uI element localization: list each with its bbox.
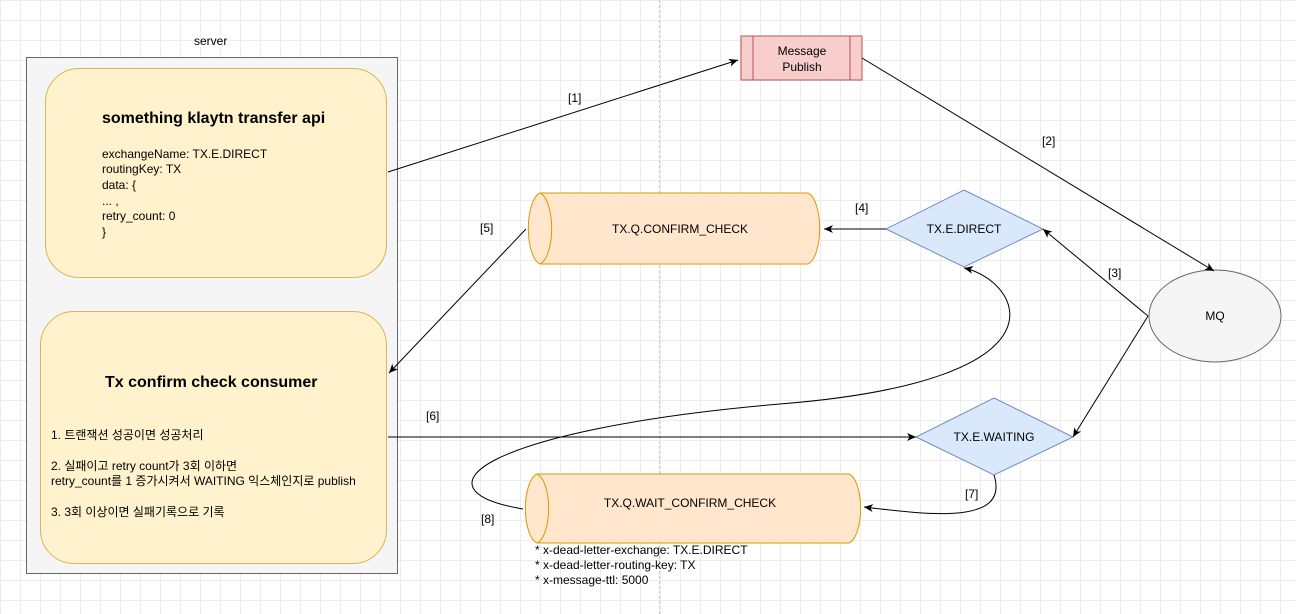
api-line: }: [102, 225, 107, 239]
mq-node[interactable]: [1148, 269, 1282, 363]
wait-queue-arg: * x-dead-letter-exchange: TX.E.DIRECT: [535, 543, 748, 557]
edge-7-label: [7]: [965, 487, 979, 501]
edge-7: [863, 474, 997, 515]
api-card-title: something klaytn transfer api: [102, 110, 326, 127]
consumer-step: 2. 실패이고 retry count가 3회 이하면: [51, 459, 238, 473]
edge-8-label: [8]: [481, 512, 495, 526]
edge-6-label: [6]: [426, 409, 440, 423]
exchange-waiting-label: TX.E.WAITING: [953, 430, 1035, 444]
guide-line: [659, 0, 660, 614]
edge-3: [1042, 228, 1149, 317]
exchange-direct-label: TX.E.DIRECT: [926, 222, 1002, 236]
edge-3-label: [3]: [1108, 266, 1122, 280]
queue-confirm-check-label: TX.Q.CONFIRM_CHECK: [611, 222, 748, 236]
queue-wait-confirm-check-label: TX.Q.WAIT_CONFIRM_CHECK: [603, 496, 777, 510]
api-line: ... ,: [102, 194, 119, 208]
api-line: routingKey: TX: [102, 162, 182, 176]
message-publish-label: Message Publish: [758, 43, 846, 75]
consumer-step: 3. 3회 이상이면 실패기록으로 기록: [51, 505, 225, 519]
edge-5-label: [5]: [480, 221, 494, 235]
api-line: retry_count: 0: [102, 209, 176, 223]
queue-confirm-check[interactable]: [527, 192, 821, 265]
edge-2-label: [2]: [1042, 134, 1056, 148]
consumer-step: 1. 트랜잭션 성공이면 성공처리: [51, 428, 204, 442]
edge-mq-waiting: [1072, 315, 1149, 438]
edge-5: [388, 228, 527, 374]
queue-wait-confirm-check[interactable]: [524, 473, 862, 544]
wait-queue-args: * x-dead-letter-exchange: TX.E.DIRECT * …: [535, 543, 748, 588]
edge-1: [387, 58, 739, 173]
edge-1-label: [1]: [568, 91, 582, 105]
api-line: data: {: [102, 178, 137, 192]
edge-2: [861, 57, 1215, 272]
consumer-card[interactable]: Tx confirm check consumer 1. 트랜잭션 성공이면 성…: [40, 311, 387, 564]
message-publish-line2: Publish: [782, 60, 822, 74]
api-card[interactable]: something klaytn transfer api exchangeNa…: [45, 68, 387, 278]
edge-4-label: [4]: [855, 201, 869, 215]
mq-label: MQ: [1205, 309, 1225, 323]
wait-queue-arg: * x-message-ttl: 5000: [535, 573, 649, 587]
message-publish-box[interactable]: [740, 35, 863, 81]
server-title: server: [194, 34, 228, 48]
edge-8: [471, 265, 1011, 510]
consumer-card-title: Tx confirm check consumer: [105, 374, 318, 391]
consumer-step: retry_count를 1 증가시켜서 WAITING 익스체인지로 publ…: [51, 474, 356, 488]
message-publish-line1: Message: [777, 44, 827, 58]
wait-queue-arg: * x-dead-letter-routing-key: TX: [535, 558, 696, 572]
api-line: exchangeName: TX.E.DIRECT: [102, 147, 268, 161]
